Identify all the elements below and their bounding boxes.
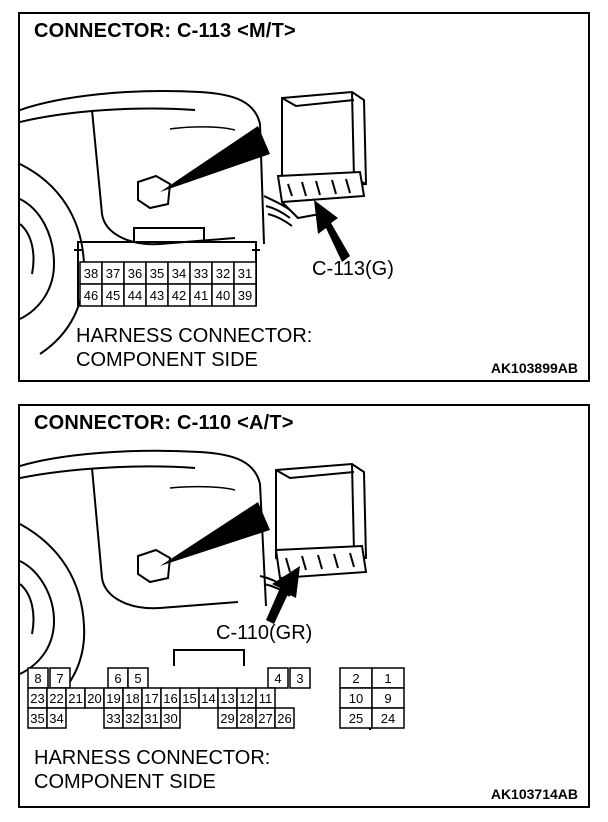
connector-label: C-110(GR) [216,622,313,644]
pin-number: 35 [150,266,164,281]
pin-number: 18 [125,691,139,706]
pin-number: 37 [106,266,120,281]
pin-number: 7 [56,671,63,686]
pin-cell [46,707,67,729]
pin-number: 36 [128,266,142,281]
pin-number: 33 [106,711,120,726]
pin-number: 29 [220,711,234,726]
pin-number: 2 [352,671,359,686]
connector-panel-c113: CONNECTOR: C-113 <M/T> [18,12,590,382]
connector-panel-c110: CONNECTOR: C-110 <A/T> [18,404,590,808]
harness-note: HARNESS CONNECTOR: COMPONENT SIDE [34,746,270,794]
pin-number: 31 [144,711,158,726]
harness-note-line2: COMPONENT SIDE [76,349,258,371]
pin-number: 44 [128,288,142,303]
panel-title: CONNECTOR: C-110 <A/T> [34,412,294,434]
harness-note-line1: HARNESS CONNECTOR: [76,325,313,347]
pin-number: 31 [238,266,252,281]
pin-cell [289,667,311,689]
pin-number: 14 [201,691,215,706]
pin-number: 24 [381,711,395,726]
pin-number: 1 [384,671,391,686]
connector-label: C-113(G) [312,258,394,280]
pin-number: 33 [194,266,208,281]
pin-number: 12 [239,691,253,706]
pin-number: 30 [163,711,177,726]
pin-number: 15 [182,691,196,706]
pin-number: 45 [106,288,120,303]
pin-number: 39 [238,288,252,303]
figure-code: AK103714AB [490,786,578,802]
figure-code: AK103899AB [490,360,578,376]
harness-note-line2: COMPONENT SIDE [34,771,216,793]
pin-number: 11 [259,691,273,706]
pin-cell [371,707,405,729]
pin-number: 19 [106,691,120,706]
pin-number: 21 [68,691,82,706]
pin-number: 40 [216,288,230,303]
pin-number: 16 [163,691,177,706]
pin-number: 17 [144,691,158,706]
pin-number: 27 [258,711,272,726]
pin-number: 3 [296,671,303,686]
pin-grid-c113: 38 37 36 35 34 33 32 31 46 45 44 43 42 41 40 39 [79,261,257,307]
pin-cell [267,667,289,689]
harness-note-line1: HARNESS CONNECTOR: [34,747,271,769]
pin-number: 43 [150,288,164,303]
pin-number: 28 [239,711,253,726]
pin-number: 25 [349,711,363,726]
pin-number: 41 [194,288,208,303]
panel-title: CONNECTOR: C-113 <M/T> [34,20,296,42]
pin-number: 34 [49,711,63,726]
pin-number: 8 [34,671,41,686]
pin-number: 13 [220,691,234,706]
pin-number: 46 [84,288,98,303]
pin-number: 34 [172,266,186,281]
pin-number: 26 [277,711,291,726]
pin-number: 32 [216,266,230,281]
pin-cell [274,707,295,729]
pin-number: 6 [114,671,121,686]
pin-cell [160,707,181,729]
pin-number: 10 [349,691,363,706]
pin-number: 9 [384,691,391,706]
pin-number: 42 [172,288,186,303]
harness-note: HARNESS CONNECTOR: COMPONENT SIDE [76,324,312,372]
pin-number: 35 [30,711,44,726]
pin-number: 22 [49,691,63,706]
pin-number: 5 [134,671,141,686]
pin-number: 32 [125,711,139,726]
pin-number: 38 [84,266,98,281]
pin-number: 4 [274,671,281,686]
pin-number: 20 [87,691,101,706]
pin-cell [233,283,257,307]
pin-number: 23 [30,691,44,706]
